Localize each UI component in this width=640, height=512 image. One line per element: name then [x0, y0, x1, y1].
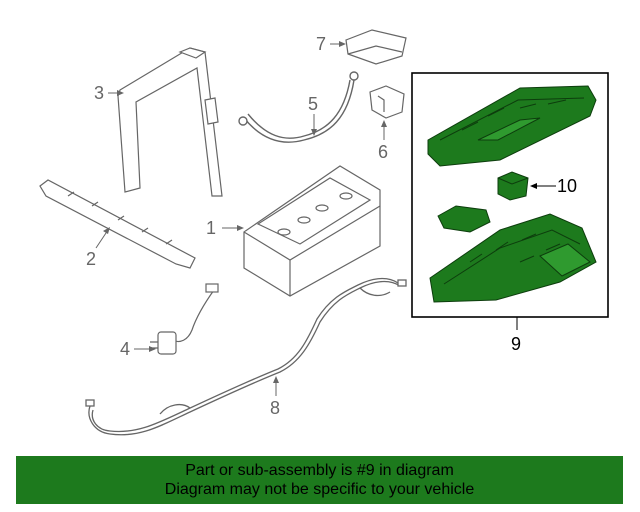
callout-10-label: 10 — [557, 176, 577, 196]
callout-6: 6 — [378, 120, 388, 162]
part-5-cable — [238, 71, 359, 143]
part-3-hold-down-strap — [117, 47, 223, 197]
callout-8-label: 8 — [270, 398, 280, 418]
callout-1-label: 1 — [206, 218, 216, 238]
part-8-wiring-harness — [85, 277, 407, 436]
part-9-fuse-box-upper — [427, 85, 597, 167]
part-4-sensor — [150, 283, 219, 355]
callout-5: 5 — [308, 94, 318, 136]
part-1-battery — [243, 165, 381, 297]
callout-2-label: 2 — [86, 249, 96, 269]
callout-3: 3 — [94, 83, 124, 103]
part-6-terminal — [369, 85, 405, 119]
part-2-tray-bracket — [39, 179, 196, 269]
callout-9: 9 — [511, 317, 521, 354]
part-9-connector — [437, 205, 491, 233]
callout-3-label: 3 — [94, 83, 104, 103]
callout-2: 2 — [86, 227, 110, 269]
part-9-highlight-frame — [411, 72, 609, 318]
callout-1: 1 — [206, 218, 244, 238]
notice-line-disclaimer: Diagram may not be specific to your vehi… — [164, 481, 475, 498]
callout-6-label: 6 — [378, 142, 388, 162]
notice-line-part: Part or sub-assembly is #9 in diagram — [185, 462, 454, 479]
callout-5-label: 5 — [308, 94, 318, 114]
notice-banner: Part or sub-assembly is #9 in diagram Di… — [16, 456, 623, 504]
callout-4: 4 — [120, 339, 156, 359]
callout-10: 10 — [530, 176, 577, 196]
callout-9-label: 9 — [511, 334, 521, 354]
callout-4-label: 4 — [120, 339, 130, 359]
callout-7-label: 7 — [316, 34, 326, 54]
part-7-cover — [345, 29, 407, 65]
part-9-fuse-box-lower — [429, 213, 597, 303]
callout-8: 8 — [270, 376, 280, 418]
callout-7: 7 — [316, 34, 346, 54]
part-10-relay — [497, 171, 529, 201]
